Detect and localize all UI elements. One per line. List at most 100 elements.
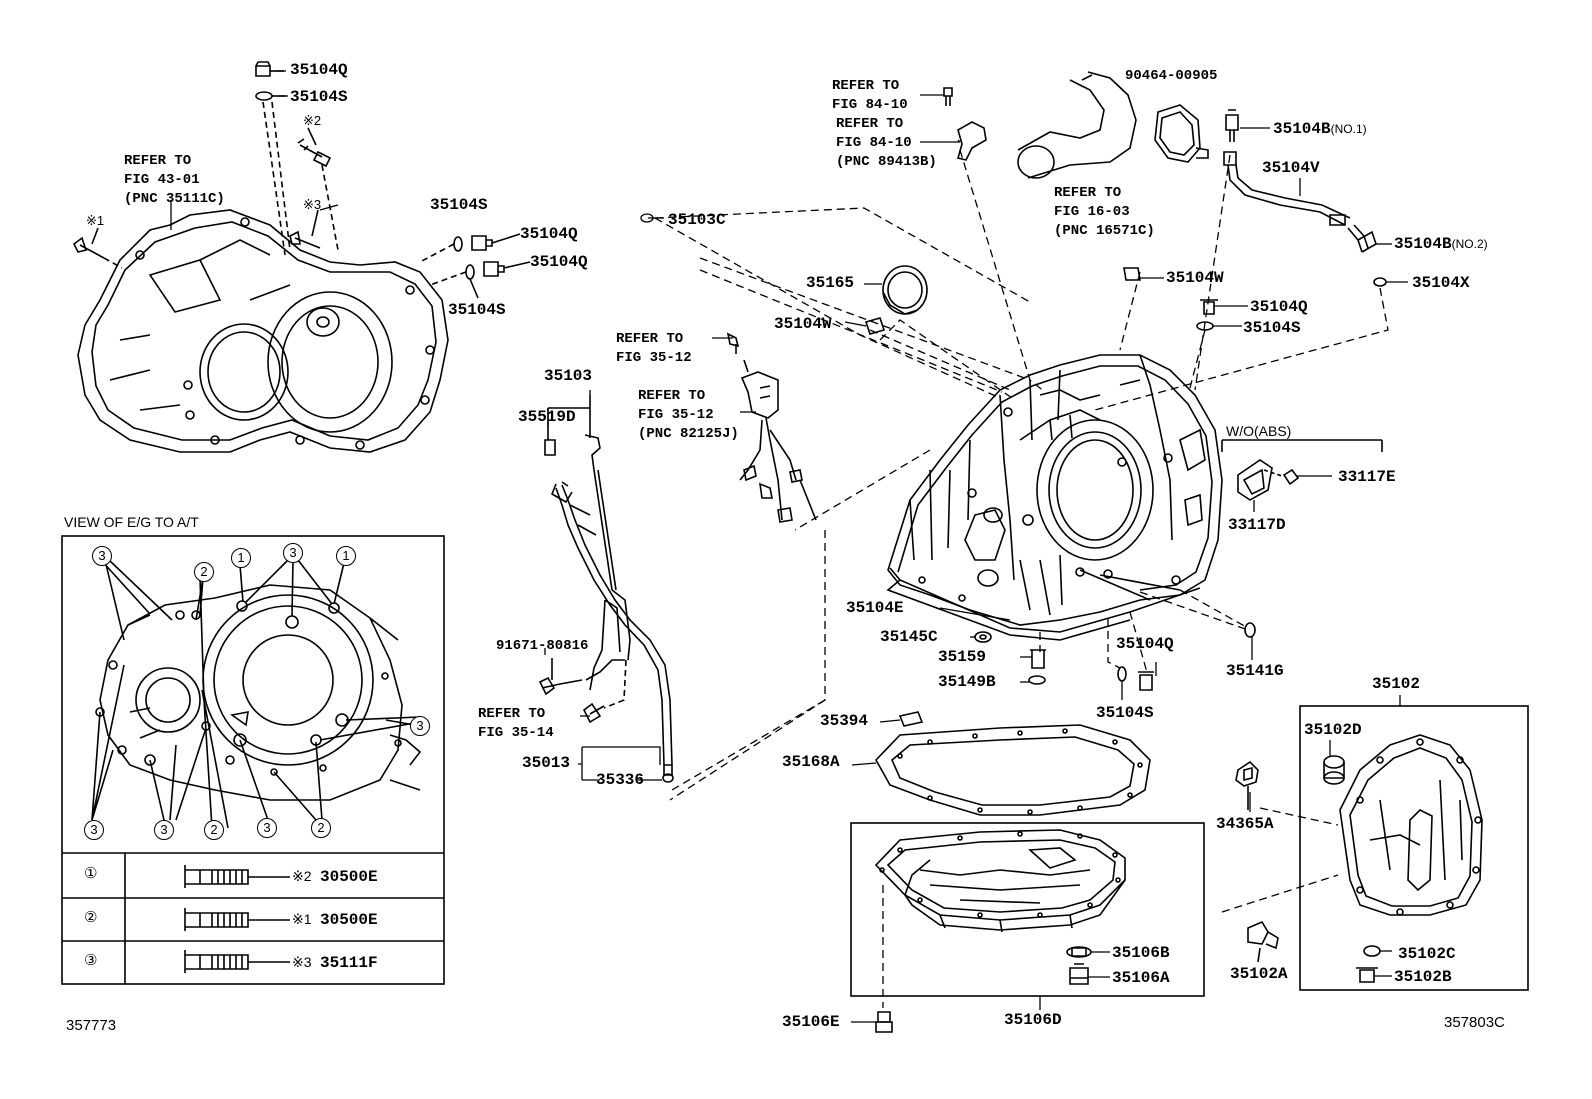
mark-1: ※1 [86,213,105,228]
label-90464-00905: 90464-00905 [1125,68,1218,84]
view-marker: 2 [311,818,331,838]
label-35104s: 35104S [1243,319,1301,337]
label-35103c: 35103C [668,211,726,229]
view-marker: 3 [154,820,174,840]
refer-fig-35-12-a: REFER TO FIG 35-12 [616,331,692,366]
label-35104e: 35104E [846,599,904,617]
label-35102d: 35102D [1304,721,1362,739]
label-35104w: 35104W [1166,269,1224,287]
oil-pan [850,822,1205,997]
refer-fig-35-14: REFER TO FIG 35-14 [478,706,554,741]
bolt-mark2 [297,127,339,251]
wire-harness [726,332,817,523]
label-35104s: 35104S [290,88,348,106]
mark-3: ※3 [303,197,322,212]
label-34365a: 34365A [1216,815,1274,833]
label-35336: 35336 [596,771,645,789]
oil-pan-gasket [875,724,1151,816]
bolt-table-drawings [184,865,290,973]
drain-bolt-35106e [875,1011,893,1033]
label-35104b-no2-code: 35104B [1394,235,1452,253]
label-35141g: 35141G [1226,662,1284,680]
label-35102a: 35102A [1230,965,1288,983]
transaxle-housing-left [77,209,449,453]
view-marker: 3 [257,818,277,838]
label-35104q: 35104Q [1250,298,1308,316]
dashed-leaders [654,149,1389,1008]
view-marker: 2 [204,820,224,840]
label-35104b-no1-suffix: (NO.1) [1330,122,1367,136]
label-35394: 35394 [820,712,869,730]
plug-seals-mid [419,233,531,299]
figure-number-right: 357803C [1444,1014,1505,1031]
dipstick-tube [538,395,674,783]
label-35165: 35165 [806,274,855,292]
plug-34365a [1235,760,1259,810]
view-marker: 2 [194,562,214,582]
view-title: VIEW OF E/G TO A/T [64,514,199,530]
bolt-mark1 [72,227,123,269]
label-35106b: 35106B [1112,944,1170,962]
table-row-mark: ※1 [292,911,312,927]
table-row-mark: ※2 [292,868,312,884]
table-row-part: 30500E [320,911,378,929]
refer-fig-35-12-b: REFER TO FIG 35-12 (PNC 82125J) [638,388,739,442]
mark-2: ※2 [303,113,322,128]
label-35102b: 35102B [1394,968,1452,986]
table-row-number: ③ [84,952,98,969]
label-35104v: 35104V [1262,159,1320,177]
table-row-part: 35111F [320,954,378,972]
label-35168a: 35168A [782,753,840,771]
label-35104q: 35104Q [530,253,588,271]
label-35104b-no2: 35104B(NO.2) [1394,236,1488,252]
figure-number-left: 357773 [66,1017,117,1034]
label-35104b-no1: 35104B(NO.1) [1273,121,1367,137]
view-marker: 3 [410,716,430,736]
label-35104w: 35104W [774,315,832,333]
transaxle-case-main [886,354,1223,641]
label-35106a: 35106A [1112,969,1170,987]
label-35103: 35103 [544,367,593,385]
label-35104q: 35104Q [520,225,578,243]
label-35104b-no2-suffix: (NO.2) [1451,237,1488,251]
label-leaders [170,70,1408,1023]
label-35149b: 35149B [938,673,996,691]
refer-fig-16-03: REFER TO FIG 16-03 (PNC 16571C) [1054,185,1155,239]
refer-fig-43-01: REFER TO FIG 43-01 (PNC 35111C) [124,153,225,207]
label-91671-80816: 91671-80816 [496,638,589,654]
view-marker: 3 [84,820,104,840]
label-35104b-no1-code: 35104B [1273,120,1331,138]
refer-fig-84-10-b: REFER TO FIG 84-10 (PNC 89413B) [836,116,937,170]
label-35104x: 35104X [1412,274,1470,292]
label-35104s: 35104S [448,301,506,319]
label-35106e: 35106E [782,1013,840,1031]
label-35106d: 35106D [1004,1011,1062,1029]
view-marker: 1 [231,548,251,568]
main-case-parts [864,71,1387,727]
bolt-35102a [1247,920,1279,963]
label-35102c: 35102C [1398,945,1456,963]
label-35102: 35102 [1372,675,1421,693]
label-35159: 35159 [938,648,987,666]
label-35104q: 35104Q [1116,635,1174,653]
label-35519d: 35519D [518,408,576,426]
view-marker: 3 [92,546,112,566]
label-33117e: 33117E [1338,468,1396,486]
label-33117d: 33117D [1228,516,1286,534]
label-35104s: 35104S [1096,704,1154,722]
table-row-mark: ※3 [292,954,312,970]
table-row-part: 30500E [320,868,378,886]
table-row-number: ① [84,865,98,882]
refer-fig-84-10-a: REFER TO FIG 84-10 [832,78,908,113]
bolt-35104q-top [255,61,291,256]
label-35145c: 35145C [880,628,938,646]
bolt-mark3 [289,209,321,249]
view-marker: 3 [283,543,303,563]
view-marker: 1 [336,546,356,566]
label-wo-abs: W/O(ABS) [1226,423,1292,439]
label-35104s: 35104S [430,196,488,214]
table-row-number: ② [84,909,98,926]
label-35104q: 35104Q [290,61,348,79]
view-eg-to-at-box [61,535,445,985]
